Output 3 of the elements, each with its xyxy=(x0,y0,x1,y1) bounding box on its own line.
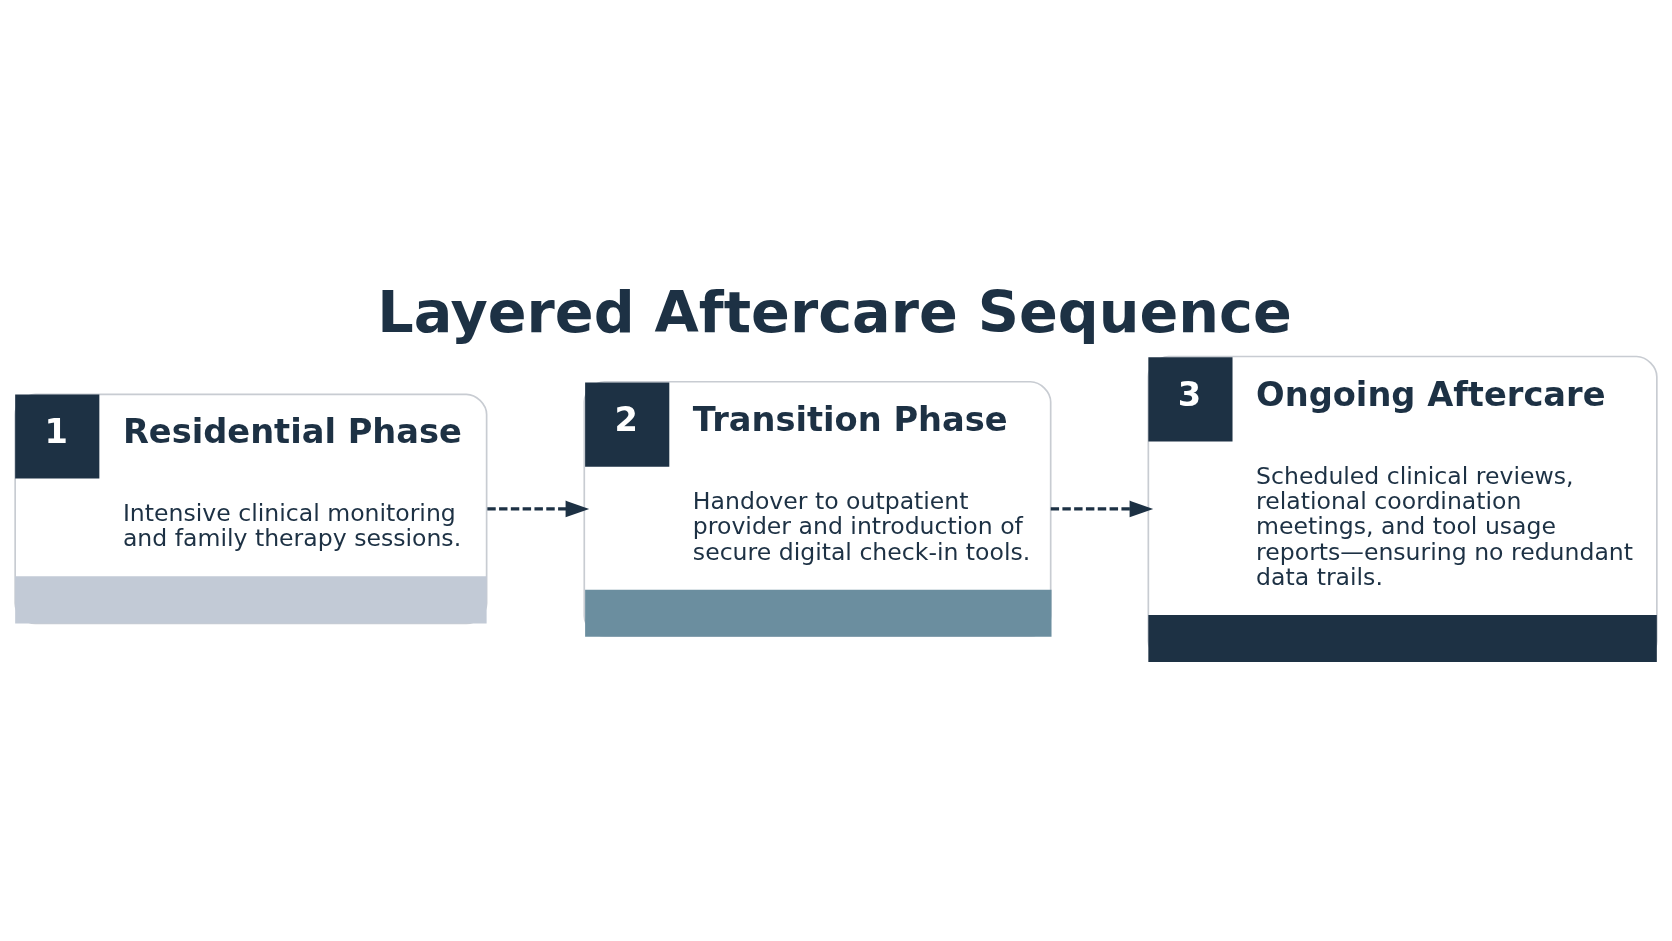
arrow xyxy=(1050,500,1154,517)
diagram-title: Layered Aftercare Sequence xyxy=(377,278,1292,345)
arrow xyxy=(487,500,590,517)
